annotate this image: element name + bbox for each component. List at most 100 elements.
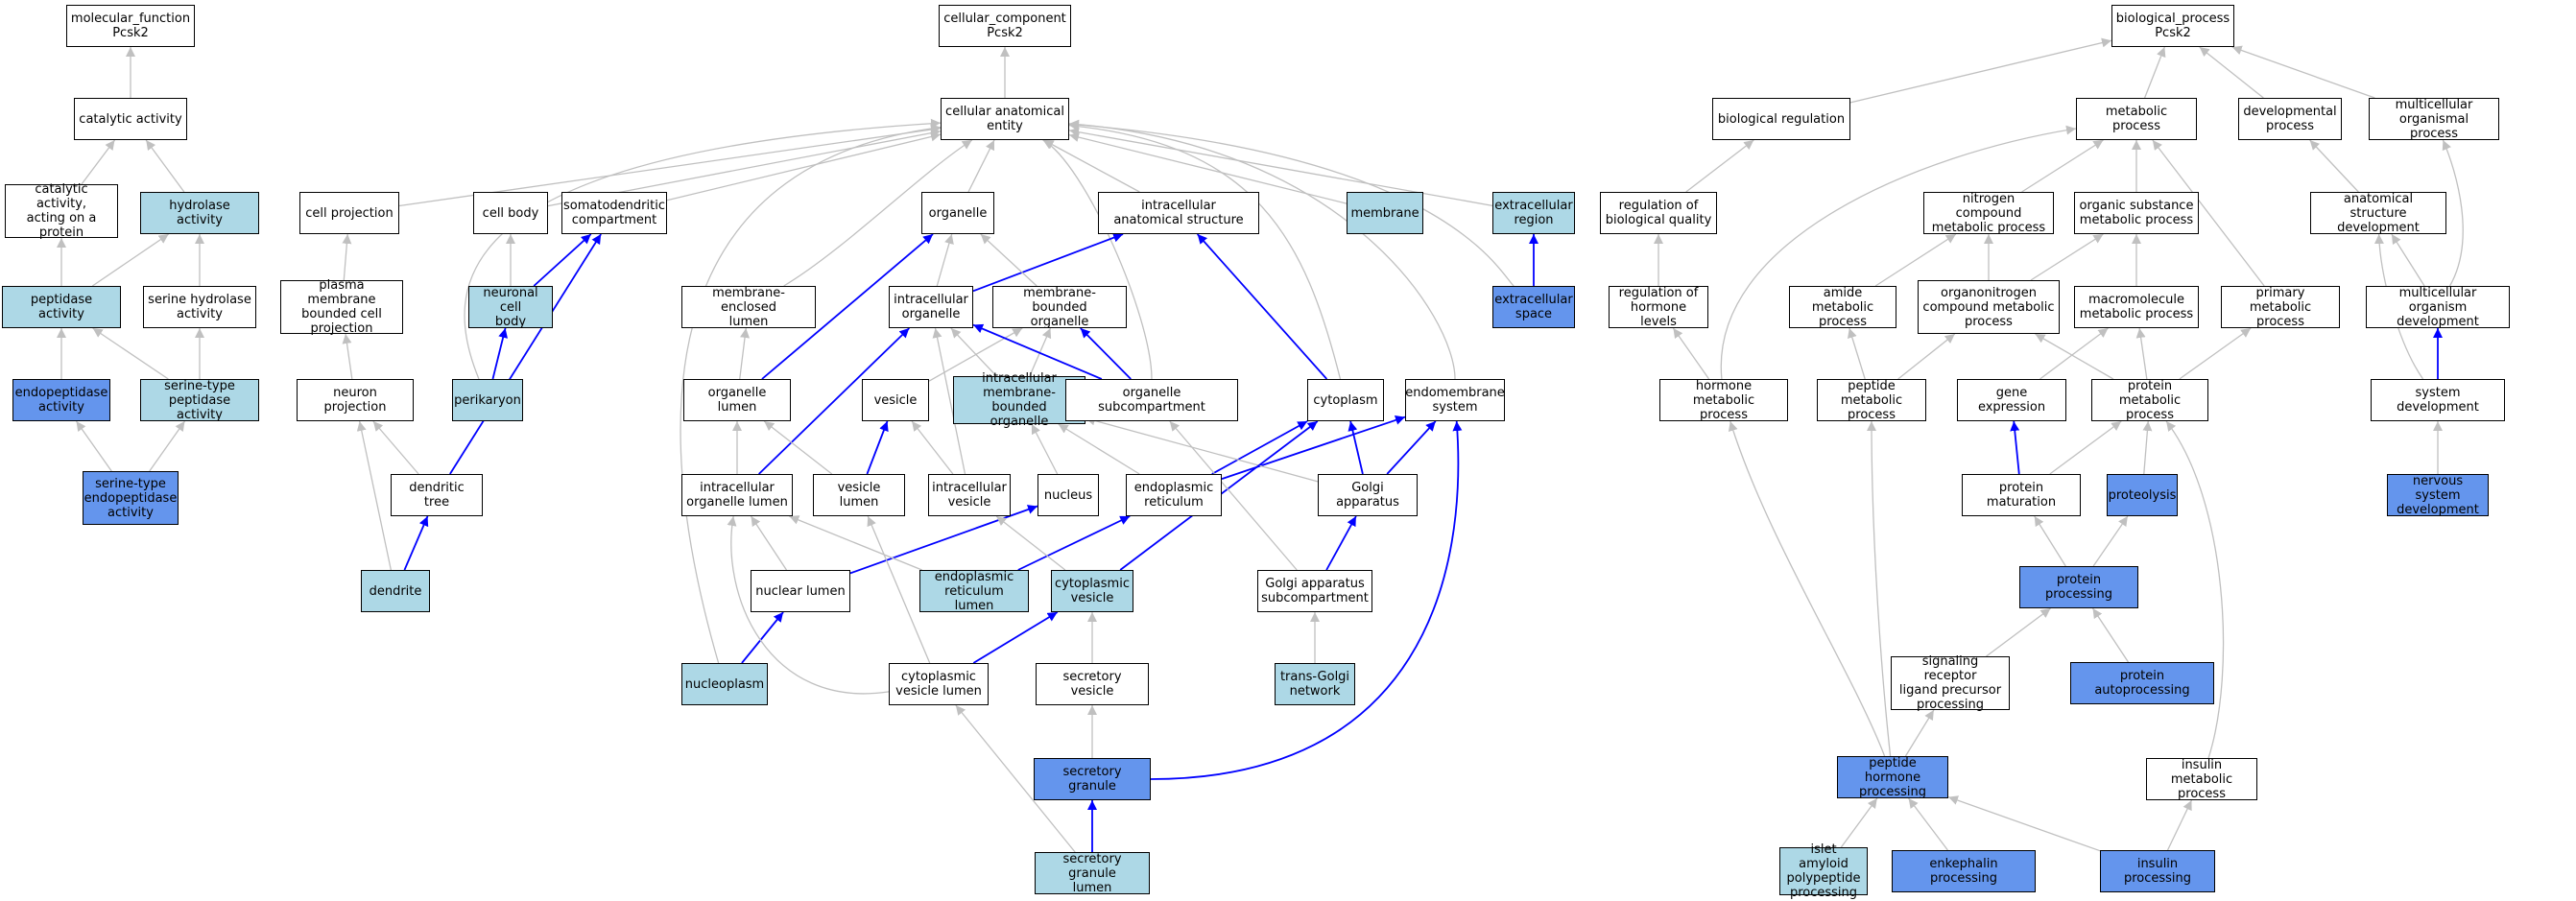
go-term-organonitrogen: organonitrogen compound metabolic proces… [1918, 280, 2060, 334]
go-term-bio-reg: biological regulation [1712, 98, 1850, 140]
go-term-gene-expr: gene expression [1957, 379, 2066, 421]
go-term-cyto-vesicle-lumen: cytoplasmic vesicle lumen [889, 663, 989, 705]
edge-intra-anat-to-cae [1043, 139, 1140, 193]
edge-intra-vesicle-to-vesicle [911, 420, 954, 475]
edge-serine-endo-to-serine-peptidase [149, 420, 186, 472]
edge-cytoplasm-to-cae [1068, 121, 1342, 380]
go-term-sg-lumen: secretory granule lumen [1035, 852, 1150, 895]
go-term-developmental: developmental process [2238, 98, 2342, 140]
edge-golgi-sub-to-organelle-sub [1169, 420, 1298, 571]
go-term-enkephalin: enkephalin processing [1892, 850, 2036, 892]
go-term-extracellular-region: extracellular region [1492, 192, 1575, 234]
go-term-protein-processing: protein processing [2019, 566, 2138, 608]
go-term-nitrogen: nitrogen compound metabolic process [1923, 192, 2054, 235]
go-term-extracellular-space: extracellular space [1492, 286, 1575, 328]
go-term-organic-sub: organic substance metabolic process [2074, 192, 2199, 234]
go-term-serine-hydrolase: serine hydrolase activity [143, 286, 256, 328]
go-term-proteolysis: proteolysis [2107, 474, 2178, 516]
go-term-dendritic-tree: dendritic tree [391, 474, 483, 516]
go-term-organelle: organelle [921, 192, 994, 234]
edge-intra-organelle-to-intra-anat [972, 232, 1124, 293]
edge-hormone-meta-to-reg-hormone [1672, 327, 1710, 380]
edge-organelle-sub-to-cae [1042, 139, 1153, 380]
edge-protein-autoproc-to-protein-processing [2091, 607, 2130, 663]
edge-nucleus-to-intra-mem-bounded [1031, 423, 1059, 475]
go-term-signaling-receptor: signaling receptor ligand precursor proc… [1891, 654, 2010, 712]
edge-peptide-hormone-to-peptide-meta [1867, 420, 1892, 757]
go-term-secretory-vesicle: secretory vesicle [1036, 663, 1149, 705]
edge-cyto-vesicle-lumen-to-vesicle-lumen [867, 515, 931, 664]
go-term-golgi-sub: Golgi apparatus subcompartment [1257, 570, 1372, 612]
go-term-hormone-meta: hormone metabolic process [1659, 379, 1788, 422]
go-term-cell-body: cell body [473, 192, 548, 234]
go-term-peptidase: peptidase activity [2, 286, 121, 328]
edge-dendritic-tree-to-somatodendritic [449, 233, 602, 475]
edge-peptide-hormone-to-hormone-meta [1728, 420, 1886, 757]
edge-cyto-vesicle-lumen-to-cyto-vesicle [972, 611, 1059, 664]
edge-dendrite-to-neuron-projection [356, 420, 392, 571]
go-term-amide: amide metabolic process [1789, 286, 1896, 329]
edge-er-to-intra-mem-bounded [1058, 423, 1140, 475]
go-term-protein-autoproc: protein autoprocessing [2070, 662, 2214, 704]
edge-insulin-meta-to-protein-meta [2165, 420, 2225, 759]
edge-protein-meta-to-macromolecule [2135, 327, 2148, 380]
edge-bio-reg-to-bp-root [1849, 37, 2112, 104]
go-term-bp-root: biological_process Pcsk2 [2111, 5, 2234, 47]
edge-peptide-meta-to-organonitrogen [1897, 333, 1956, 380]
edge-insulin-proc-to-peptide-hormone [1947, 795, 2101, 852]
edge-organelle-lumen-to-mem-enclosed [739, 327, 751, 380]
edge-perikaryon-to-neuronal-body [491, 327, 509, 380]
edge-cyto-vesicle-to-intra-vesicle [995, 515, 1066, 571]
edge-membrane-to-cae [1068, 132, 1348, 204]
edge-protein-meta-to-organonitrogen [2035, 333, 2114, 380]
edge-protein-maturation-to-gene-expr [2010, 420, 2020, 475]
go-term-organelle-lumen: organelle lumen [683, 379, 791, 421]
edge-multicellular-to-bp-root [2231, 45, 2375, 99]
edge-vesicle-lumen-to-vesicle [866, 420, 889, 475]
go-term-catalytic: catalytic activity [74, 98, 187, 140]
go-term-peptide-meta: peptide metabolic process [1817, 379, 1926, 422]
go-term-insulin-meta: insulin metabolic process [2146, 758, 2257, 801]
go-term-mem-bounded: membrane-bounded organelle [992, 286, 1127, 329]
go-term-trans-golgi: trans-Golgi network [1275, 663, 1355, 705]
edge-insulin-proc-to-insulin-meta [2166, 799, 2193, 851]
go-term-nuclear-lumen: nuclear lumen [751, 570, 850, 612]
edge-mem-enclosed-to-cae [783, 139, 973, 287]
go-term-anat-struct: anatomical structure development [2310, 192, 2446, 235]
go-term-neuron-projection: neuron projection [297, 379, 414, 421]
go-term-cyto-vesicle: cytoplasmic vesicle [1051, 570, 1133, 612]
edge-dendritic-tree-to-neuron-projection [372, 420, 419, 475]
go-term-organelle-sub: organelle subcompartment [1065, 379, 1238, 421]
go-term-neuronal-body: neuronal cell body [468, 286, 553, 329]
go-term-protein-meta: protein metabolic process [2091, 379, 2208, 422]
go-term-hydrolase: hydrolase activity [140, 192, 259, 234]
edge-primary-to-metabolic [2152, 139, 2265, 287]
edge-metabolic-to-bp-root [2144, 46, 2166, 99]
edge-signaling-receptor-to-protein-processing [1986, 607, 2051, 657]
edge-vesicle-lumen-to-organelle-lumen [763, 420, 833, 475]
go-term-cat-protein: catalytic activity, acting on a protein [5, 182, 118, 240]
edge-intra-org-lumen-to-intra-organelle [758, 327, 910, 475]
go-term-macromolecule: macromolecule metabolic process [2074, 286, 2199, 328]
go-term-intra-anat: intracellular anatomical structure [1098, 192, 1259, 234]
edge-proteolysis-to-protein-meta [2142, 420, 2153, 475]
edge-dendrite-to-dendritic-tree [403, 515, 429, 571]
go-term-insulin-proc: insulin processing [2100, 850, 2215, 892]
go-term-islet-amyloid: islet amyloid polypeptide processing [1779, 842, 1868, 900]
edge-golgi-to-endomembrane [1386, 420, 1437, 475]
edge-nitrogen-to-metabolic [2021, 139, 2104, 193]
edge-cyto-vesicle-lumen-to-intra-org-lumen [727, 515, 890, 695]
go-term-dendrite: dendrite [361, 570, 430, 612]
edge-hormone-meta-to-metabolic [1720, 125, 2077, 380]
go-term-cc-root: cellular_component Pcsk2 [939, 5, 1071, 47]
edge-intra-organelle-to-organelle [936, 233, 954, 287]
go-term-system-dev: system development [2371, 379, 2505, 421]
go-term-nucleus: nucleus [1038, 474, 1099, 516]
go-term-vesicle: vesicle [862, 379, 929, 421]
edge-group [57, 37, 2464, 853]
edge-gene-expr-to-macromolecule [2039, 327, 2109, 380]
edge-protein-meta-to-primary [2179, 327, 2252, 380]
edge-organelle-sub-to-intra-organelle [972, 323, 1103, 380]
edge-serine-endo-to-endopeptidase [75, 420, 112, 472]
